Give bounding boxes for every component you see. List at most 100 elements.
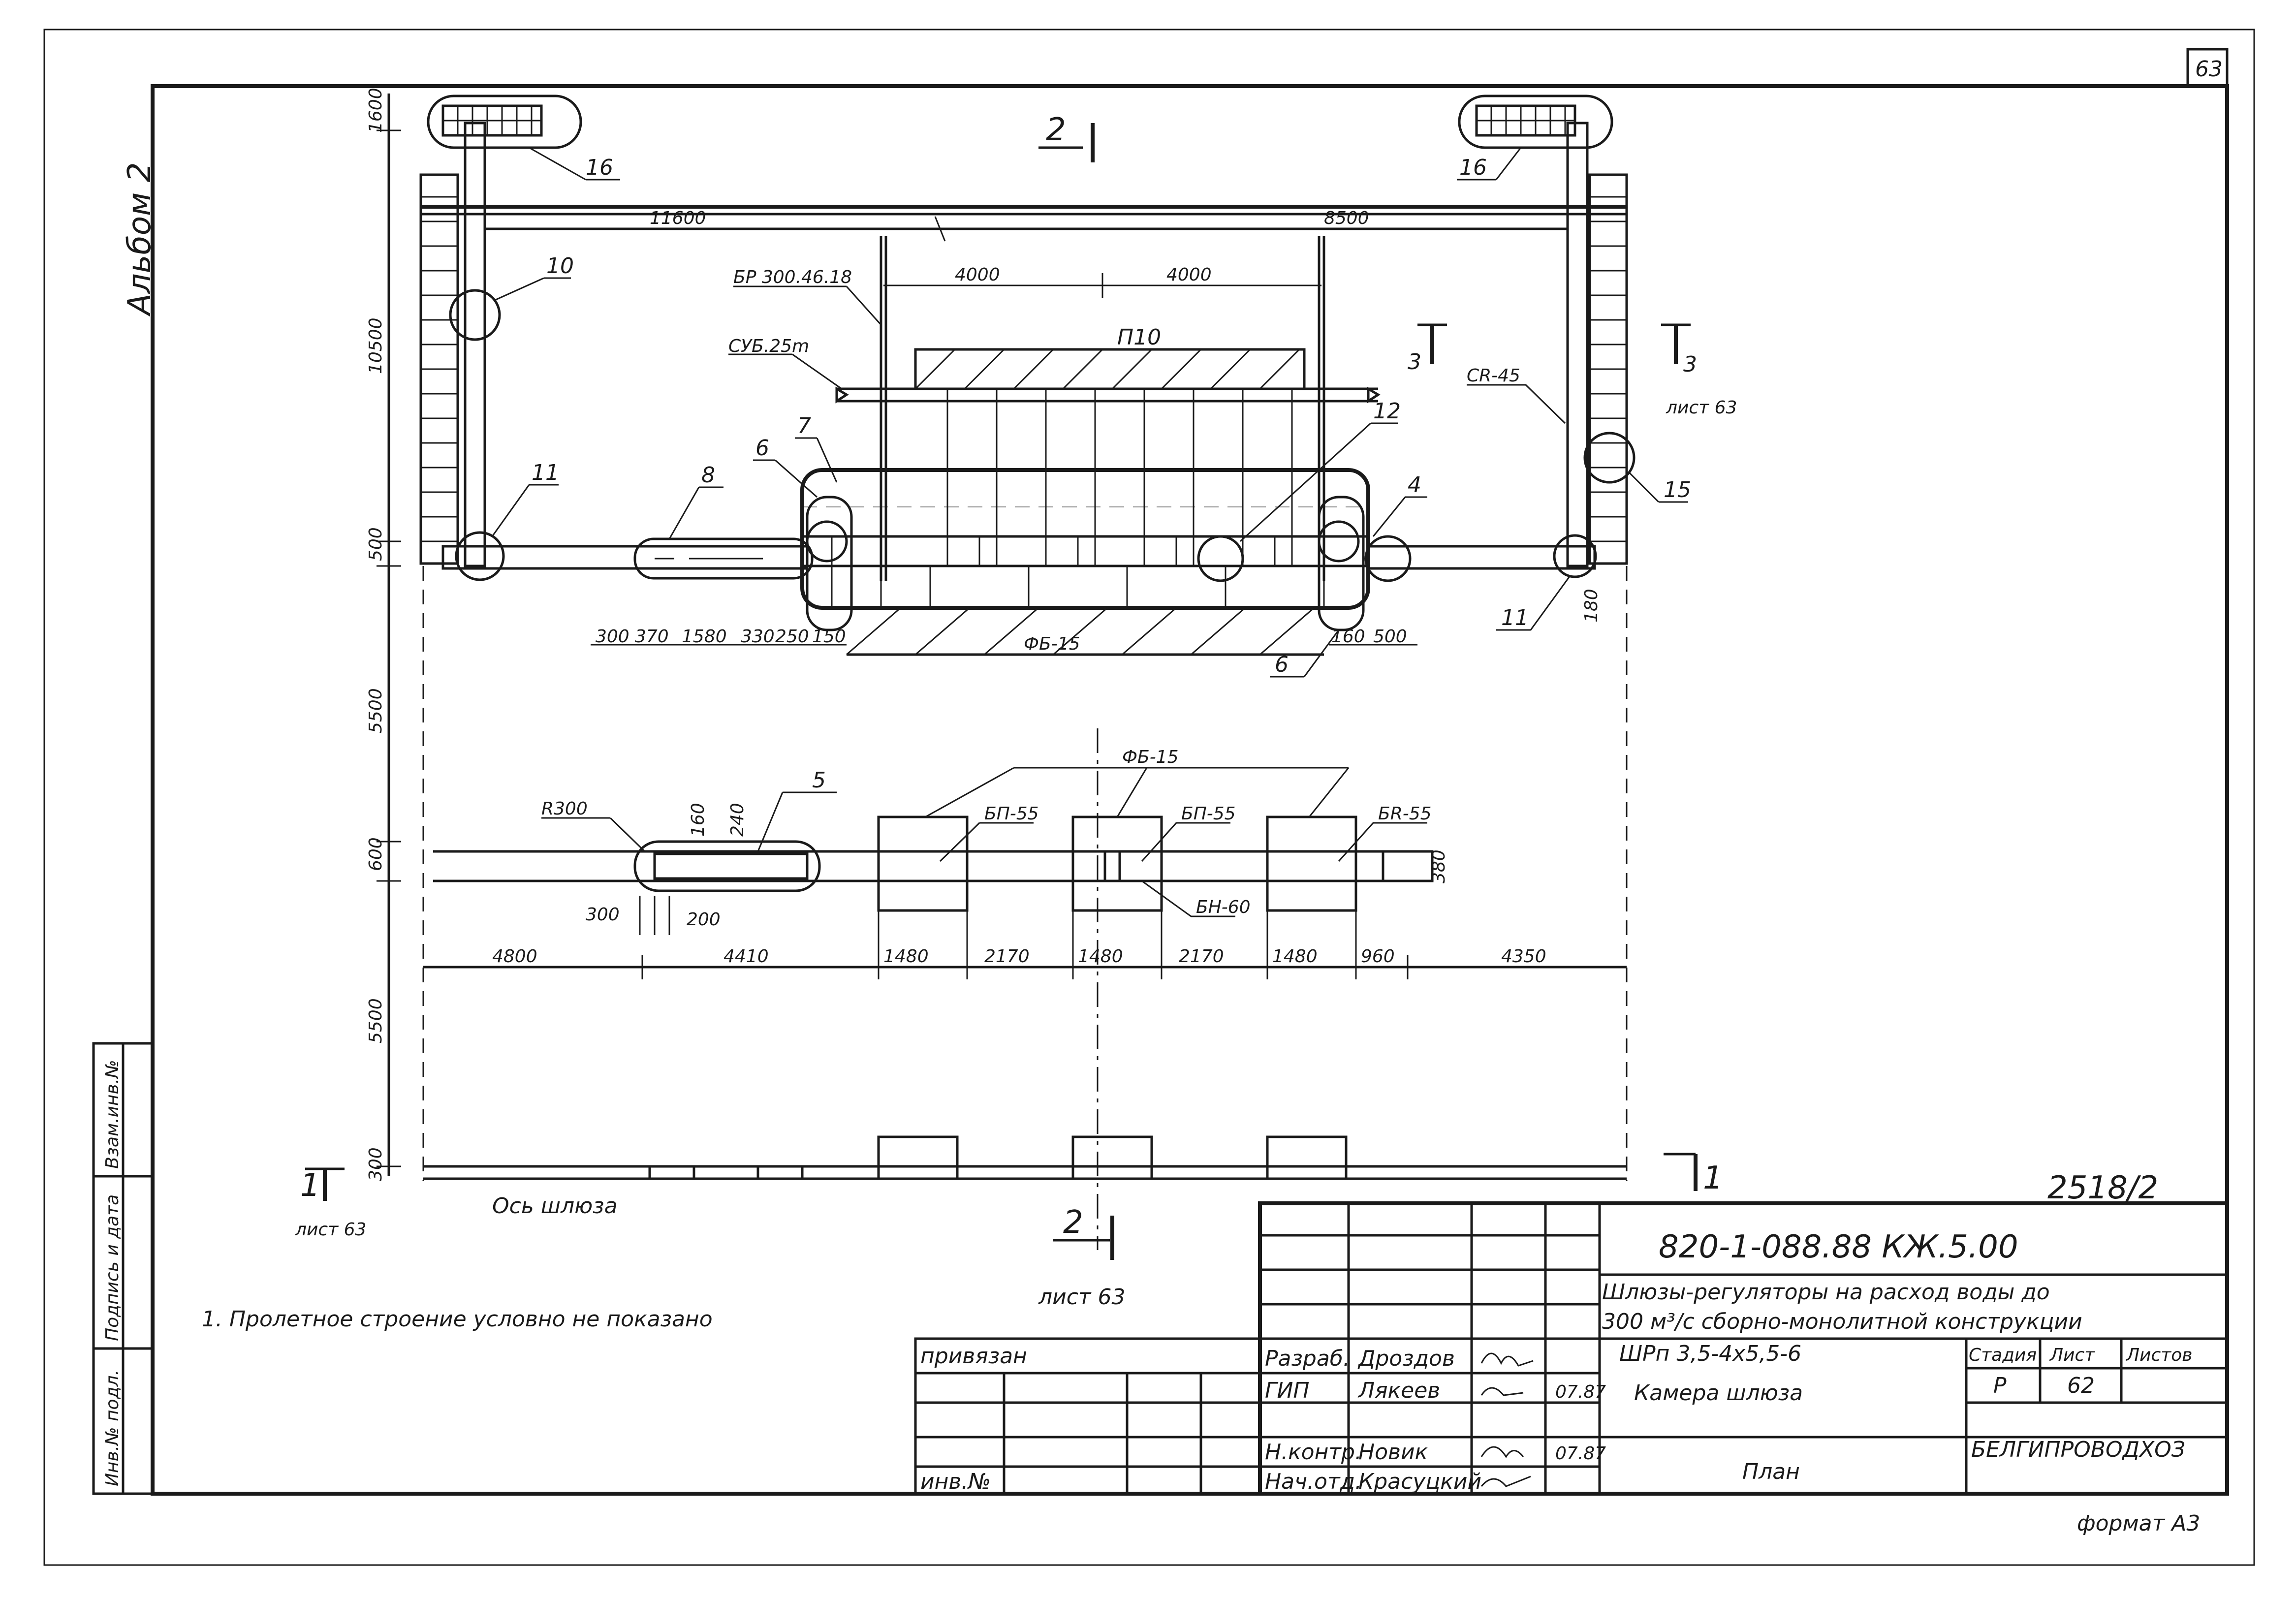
callout-6a: 6 [755, 436, 769, 461]
dim-v500: 500 [366, 527, 386, 561]
middle-plan: ФБ-15 БП-55 БП-55 БR-55 БН-60 R300 5 160… [423, 747, 1627, 979]
tb-role-3: Нач.отд. [1265, 1469, 1362, 1494]
dim-b4800: 4800 [492, 946, 537, 967]
dim-b1480b: 1480 [1078, 946, 1123, 967]
tb-org: БЕЛГИПРОВОДХОЗ [1971, 1437, 2185, 1462]
callout-11a: 11 [532, 460, 559, 485]
dim-s250: 250 [775, 627, 809, 647]
label-p10: П10 [1117, 325, 1161, 350]
dim-s240: 240 [727, 803, 748, 837]
callout-12: 12 [1373, 399, 1401, 424]
dim-11600: 11600 [650, 208, 706, 228]
label-fb15a: ФБ-15 [1024, 634, 1080, 654]
tb-role-2: Н.контр. [1265, 1440, 1362, 1465]
label-bp55b: БП-55 [1181, 804, 1236, 824]
top-plan: 16 16 11600 8500 4000 4000 2 [419, 94, 1737, 678]
dim-s380: 380 [1429, 849, 1449, 883]
side-stamp: Взам.инв.№ Подпись и дата Инв.№ подл. [92, 1042, 154, 1495]
label-r300: R300 [541, 799, 588, 819]
callout-16a: 16 [586, 155, 613, 180]
side-stamp-replace: Взам.инв.№ [102, 1060, 123, 1169]
dim-s300b: 300 [586, 905, 620, 925]
dim-v1600: 1600 [366, 88, 386, 133]
callout-4: 4 [1408, 472, 1421, 498]
tb-type: ШРп 3,5-4х5,5-6 [1619, 1341, 1801, 1366]
dim-v10500: 10500 [366, 317, 386, 374]
dim-v5500b: 5500 [366, 998, 386, 1043]
dim-s330: 330 [741, 627, 775, 647]
tb-role-0: Разраб. [1265, 1346, 1350, 1371]
bottom-strip: Ось шлюза 1 лист 63 1 2 лист 63 [295, 1135, 1723, 1310]
label-cub: СУБ.25m [728, 336, 809, 356]
format-label: формат А3 [2077, 1511, 2200, 1536]
label-bp55a: БП-55 [984, 804, 1039, 824]
tb-drawing: План [1742, 1459, 1800, 1484]
tb-col-sheet: Лист [2049, 1345, 2095, 1365]
sheet-ref-3: лист 63 [1666, 398, 1737, 418]
side-stamp-signature: Подпись и дата [102, 1194, 123, 1341]
callout-10: 10 [546, 253, 574, 279]
section-1-left: 1 [300, 1167, 320, 1204]
tb-name-0: Дроздов [1357, 1346, 1455, 1371]
section-1-right: 1 [1703, 1160, 1723, 1196]
section-3b: 3 [1683, 352, 1697, 377]
dim-s1580: 1580 [682, 627, 727, 647]
signature-1 [1480, 1352, 1534, 1367]
page-number-box [2186, 48, 2229, 88]
dim-4000b: 4000 [1166, 265, 1212, 285]
page-number: 63 [2195, 57, 2223, 82]
tb-bound: привязан [920, 1344, 1027, 1369]
tb-date-2: 07.87 [1555, 1443, 1606, 1464]
tb-role-1: ГИП [1265, 1378, 1310, 1403]
axis-label: Ось шлюза [492, 1193, 618, 1219]
tb-part: Камера шлюза [1634, 1380, 1803, 1406]
callout-7: 7 [797, 413, 811, 439]
tb-title-1: Шлюзы-регуляторы на расход воды до [1602, 1280, 2050, 1305]
sheet-ref-1l: лист 63 [295, 1220, 366, 1240]
dim-s200: 200 [687, 909, 721, 930]
dim-s370: 370 [635, 627, 669, 647]
dim-s160b: 160 [688, 803, 708, 837]
callout-11b: 11 [1501, 605, 1529, 630]
album-label: Альбом 2 [122, 162, 158, 317]
tb-stage: Р [1993, 1373, 2007, 1398]
dim-b4350: 4350 [1501, 946, 1546, 967]
dim-4000a: 4000 [955, 265, 1000, 285]
sheet-ref-2: лист 63 [1038, 1285, 1126, 1310]
tb-code: 820-1-088.88 КЖ.5.00 [1659, 1229, 2018, 1265]
dim-v300: 300 [366, 1147, 386, 1181]
dim-b2170b: 2170 [1179, 946, 1224, 967]
tb-name-1: Лякеев [1357, 1378, 1440, 1403]
label-fb15b: ФБ-15 [1122, 747, 1179, 767]
dim-s160: 160 [1331, 627, 1365, 647]
signature-4 [1480, 1475, 1531, 1487]
dim-s150: 150 [812, 627, 846, 647]
dim-b1480c: 1480 [1272, 946, 1318, 967]
side-stamp-inv: Инв.№ подл. [102, 1370, 123, 1486]
outer-frame [43, 29, 2255, 1566]
tb-title-2: 300 м³/с сборно-монолитной конструкции [1602, 1309, 2082, 1334]
dim-b2170a: 2170 [984, 946, 1030, 967]
section-3a: 3 [1408, 349, 1421, 375]
signature-2 [1480, 1387, 1524, 1396]
tb-name-2: Новик [1358, 1440, 1428, 1465]
dim-s300: 300 [596, 627, 629, 647]
dim-b1480a: 1480 [883, 946, 929, 967]
tb-col-stage: Стадия [1969, 1345, 2037, 1365]
section-2-top: 2 [1046, 112, 1066, 148]
left-dims: 1600 10500 500 5500 600 5500 300 [366, 88, 401, 1181]
label-bp: БР 300.46.18 [733, 267, 852, 287]
label-bn60: БН-60 [1196, 897, 1251, 917]
callout-6b: 6 [1275, 652, 1289, 677]
dim-b4410: 4410 [723, 946, 769, 967]
dim-v600: 600 [366, 837, 386, 871]
title-block: Разраб. ГИП Н.контр. Нач.отд. Дроздов Ля… [914, 1201, 2229, 1496]
dim-s180: 180 [1581, 589, 1602, 623]
callout-5: 5 [812, 768, 826, 793]
callout-15: 15 [1664, 477, 1691, 502]
tb-name-3: Красуцкий [1358, 1469, 1481, 1494]
label-sr45: СR-45 [1467, 366, 1520, 386]
tb-date-1: 07.87 [1555, 1382, 1606, 1402]
tb-inv: инв.№ [920, 1469, 991, 1494]
dim-b960: 960 [1361, 946, 1395, 967]
